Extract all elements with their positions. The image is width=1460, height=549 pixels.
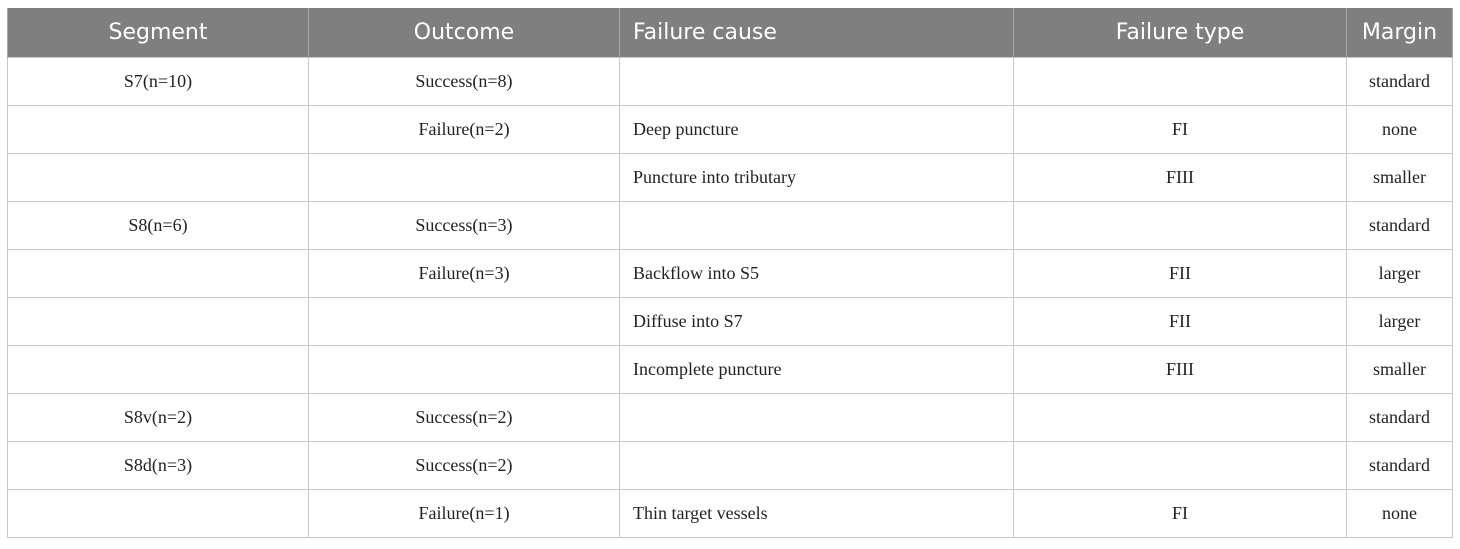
cell-margin: larger (1346, 249, 1453, 298)
cell-outcome: Failure(n=3) (308, 249, 620, 298)
table-row: Failure(n=3) Backflow into S5 FII larger (7, 249, 1453, 298)
header-margin: Margin (1346, 8, 1453, 58)
cell-failure-cause (619, 201, 1014, 250)
cell-outcome: Success(n=8) (308, 57, 620, 106)
table-row: Diffuse into S7 FII larger (7, 297, 1453, 346)
cell-failure-type: FIII (1013, 153, 1347, 202)
cell-segment: S8(n=6) (7, 201, 309, 250)
header-failure-type: Failure type (1013, 8, 1347, 58)
cell-margin: larger (1346, 297, 1453, 346)
header-segment: Segment (7, 8, 309, 58)
cell-outcome (308, 153, 620, 202)
cell-segment (7, 249, 309, 298)
cell-margin: none (1346, 489, 1453, 538)
table-row: Incomplete puncture FIII smaller (7, 345, 1453, 394)
cell-margin: standard (1346, 57, 1453, 106)
cell-failure-cause: Deep puncture (619, 105, 1014, 154)
cell-failure-type (1013, 393, 1347, 442)
cell-segment (7, 153, 309, 202)
cell-margin: standard (1346, 441, 1453, 490)
table-row: S8(n=6) Success(n=3) standard (7, 201, 1453, 250)
cell-failure-cause (619, 393, 1014, 442)
cell-margin: smaller (1346, 345, 1453, 394)
cell-margin: standard (1346, 393, 1453, 442)
table-row: Failure(n=2) Deep puncture FI none (7, 105, 1453, 154)
table-row: S8v(n=2) Success(n=2) standard (7, 393, 1453, 442)
header-outcome: Outcome (308, 8, 620, 58)
cell-margin: none (1346, 105, 1453, 154)
cell-failure-type (1013, 441, 1347, 490)
cell-failure-cause: Thin target vessels (619, 489, 1014, 538)
cell-failure-cause: Puncture into tributary (619, 153, 1014, 202)
cell-failure-type (1013, 57, 1347, 106)
cell-failure-type: FI (1013, 489, 1347, 538)
cell-outcome: Success(n=2) (308, 393, 620, 442)
cell-failure-cause (619, 57, 1014, 106)
results-table-container: Segment Outcome Failure cause Failure ty… (7, 8, 1453, 538)
cell-segment: S7(n=10) (7, 57, 309, 106)
cell-failure-type: FII (1013, 297, 1347, 346)
cell-outcome: Failure(n=1) (308, 489, 620, 538)
cell-segment (7, 105, 309, 154)
cell-segment (7, 345, 309, 394)
cell-segment (7, 297, 309, 346)
cell-outcome (308, 345, 620, 394)
table-row: Puncture into tributary FIII smaller (7, 153, 1453, 202)
cell-segment: S8d(n=3) (7, 441, 309, 490)
cell-failure-cause: Incomplete puncture (619, 345, 1014, 394)
cell-failure-type: FII (1013, 249, 1347, 298)
cell-segment (7, 489, 309, 538)
cell-margin: standard (1346, 201, 1453, 250)
cell-outcome: Failure(n=2) (308, 105, 620, 154)
cell-failure-type: FI (1013, 105, 1347, 154)
table-row: S7(n=10) Success(n=8) standard (7, 57, 1453, 106)
cell-failure-type: FIII (1013, 345, 1347, 394)
cell-outcome (308, 297, 620, 346)
cell-outcome: Success(n=2) (308, 441, 620, 490)
results-table: Segment Outcome Failure cause Failure ty… (7, 8, 1453, 538)
cell-margin: smaller (1346, 153, 1453, 202)
table-row: S8d(n=3) Success(n=2) standard (7, 441, 1453, 490)
cell-segment: S8v(n=2) (7, 393, 309, 442)
cell-failure-type (1013, 201, 1347, 250)
cell-failure-cause: Diffuse into S7 (619, 297, 1014, 346)
cell-failure-cause: Backflow into S5 (619, 249, 1014, 298)
cell-outcome: Success(n=3) (308, 201, 620, 250)
cell-failure-cause (619, 441, 1014, 490)
header-row: Segment Outcome Failure cause Failure ty… (7, 8, 1453, 58)
header-failure-cause: Failure cause (619, 8, 1014, 58)
table-row: Failure(n=1) Thin target vessels FI none (7, 489, 1453, 538)
